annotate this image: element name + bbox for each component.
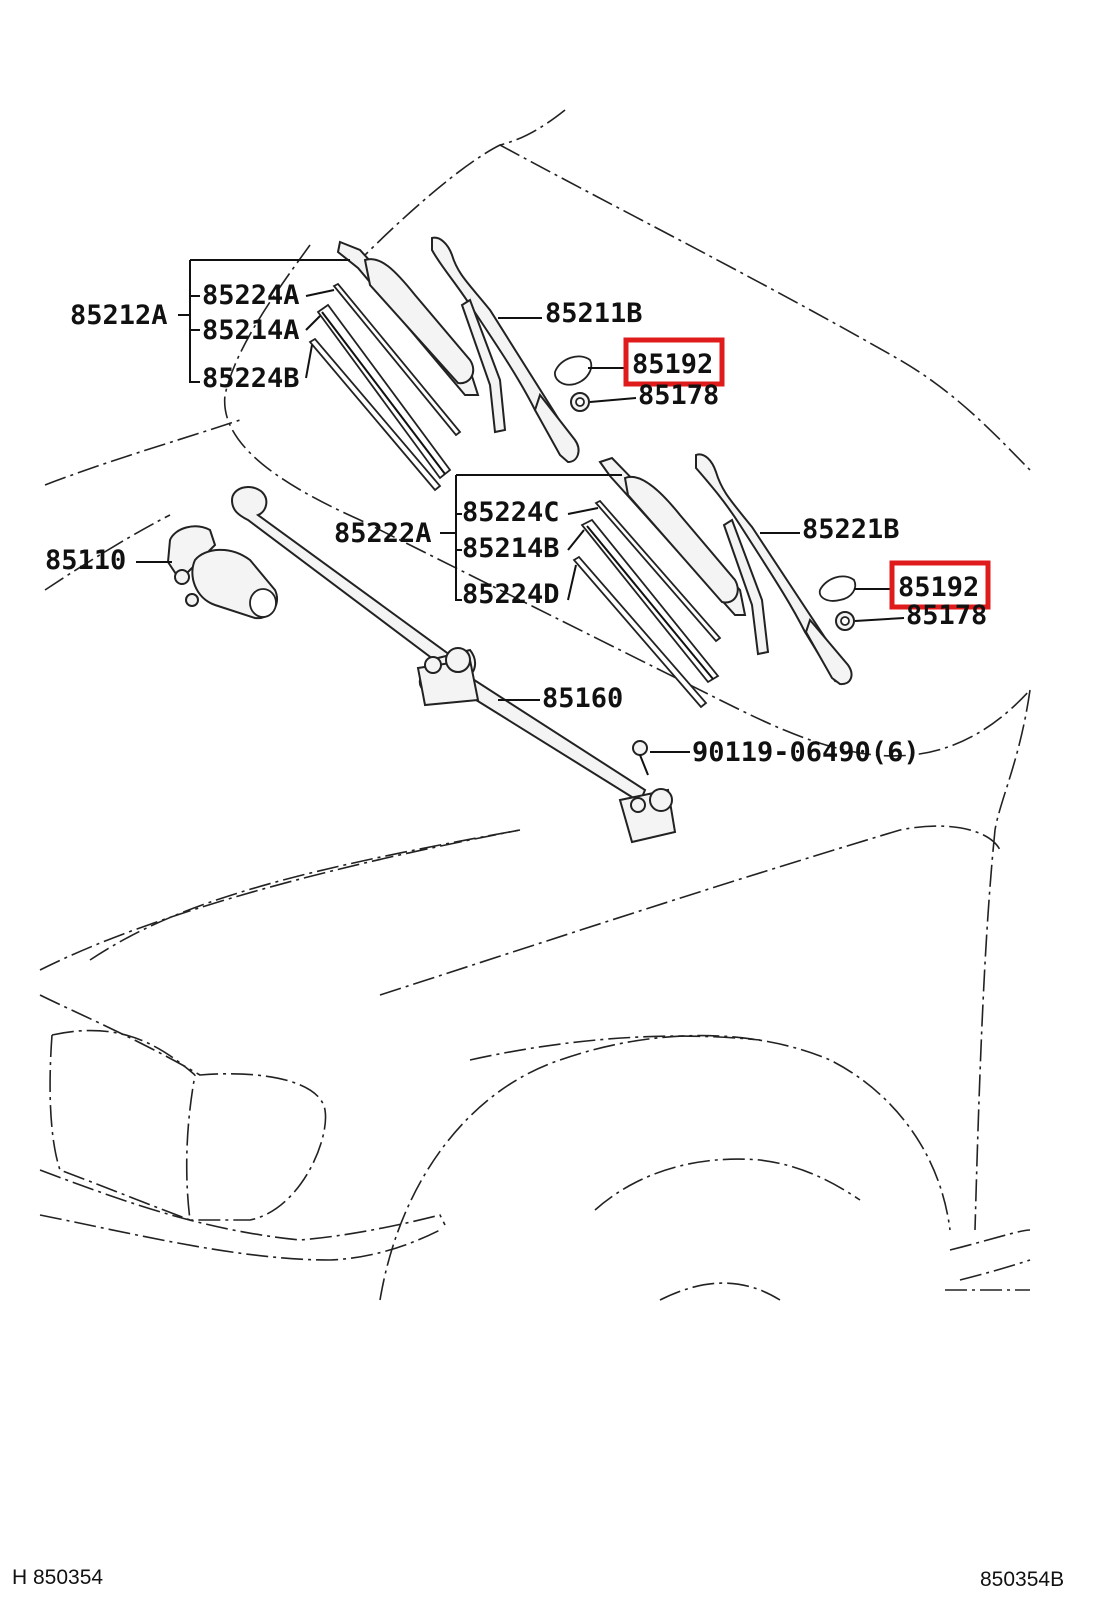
label-85224C: 85224C <box>462 497 560 528</box>
diagram-code-left: H 850354 <box>12 1566 103 1589</box>
label-85212A: 85212A <box>70 300 168 331</box>
vehicle-outline <box>39 109 1031 1301</box>
diagram-code-right: 850354B <box>980 1568 1064 1591</box>
label-85192-right: 85192 <box>898 572 979 603</box>
pivot-cap-top <box>554 355 593 386</box>
label-85178-top: 85178 <box>638 380 719 411</box>
right-wiper-blade-assembly <box>572 456 747 709</box>
label-85224D: 85224D <box>462 579 560 610</box>
label-85211B: 85211B <box>545 298 643 329</box>
highlight-box-85192-top <box>623 337 725 387</box>
label-85221B: 85221B <box>802 514 900 545</box>
nut-top <box>570 392 590 412</box>
label-85214A: 85214A <box>202 315 300 346</box>
label-85222A: 85222A <box>334 518 432 549</box>
label-85224B: 85224B <box>202 363 300 394</box>
wiper-linkage <box>230 485 677 844</box>
highlight-box-85192-right <box>889 560 991 610</box>
label-90119-06490: 90119-06490(6) <box>692 737 920 768</box>
left-wiper-arm <box>431 236 580 464</box>
pivot-cap-right <box>818 575 857 602</box>
leader-lines <box>136 259 905 753</box>
right-wiper-arm <box>695 453 853 686</box>
label-85214B: 85214B <box>462 533 560 564</box>
label-85160: 85160 <box>542 683 623 714</box>
bolt <box>632 740 649 776</box>
label-85224A: 85224A <box>202 280 300 311</box>
label-85110: 85110 <box>45 545 126 576</box>
wiper-motor <box>166 525 278 620</box>
label-85178-right: 85178 <box>906 600 987 631</box>
left-wiper-blade-assembly <box>308 240 480 492</box>
label-85192-top: 85192 <box>632 349 713 380</box>
nut-right <box>835 611 855 631</box>
